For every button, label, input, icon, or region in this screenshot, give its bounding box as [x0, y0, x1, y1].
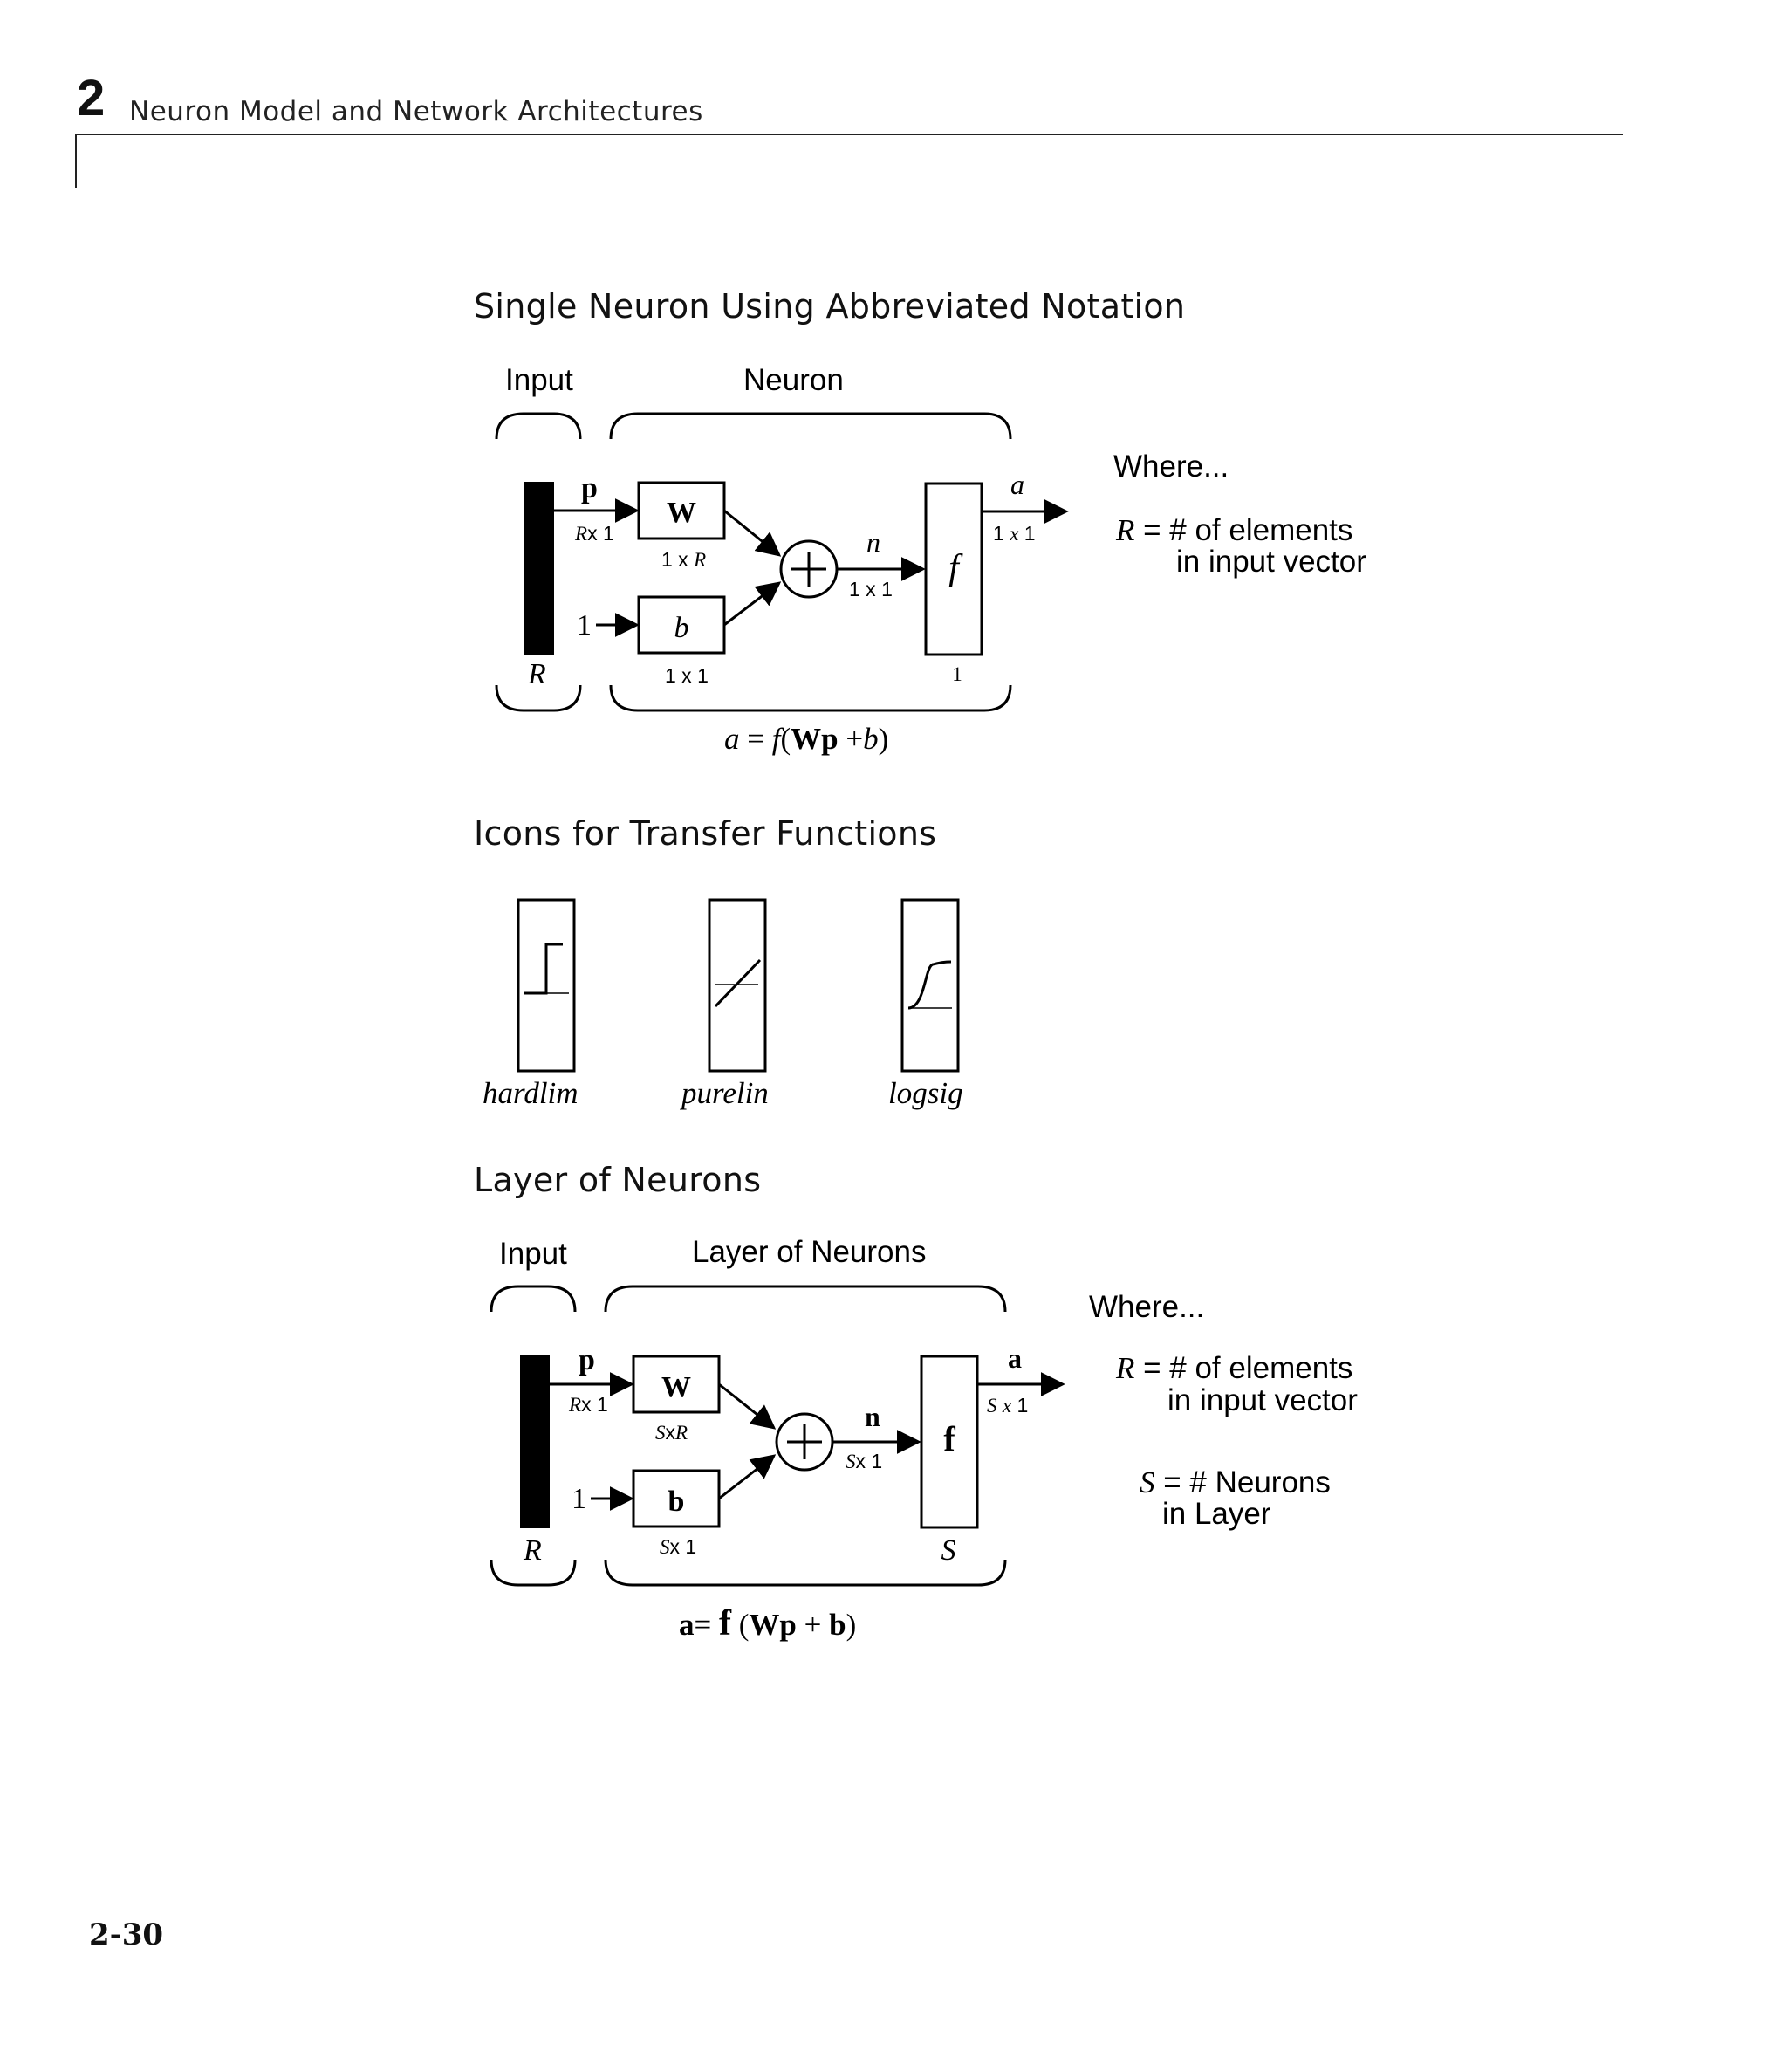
ln-input-bar — [520, 1355, 550, 1528]
ln-w-dim: SxR — [655, 1421, 688, 1444]
sn-b-to-sum-arrow — [723, 581, 782, 627]
ln-s-label: S — [941, 1534, 956, 1567]
sn-p-dim: Rx 1 — [574, 522, 614, 545]
sn-input-brace-bottom — [495, 684, 582, 712]
sn-input-brace-top — [495, 412, 582, 440]
transfer-icons-heading: Icons for Transfer Functions — [474, 814, 937, 853]
sn-r-label: R — [527, 658, 546, 690]
ln-layer-brace-top — [604, 1285, 1007, 1313]
sn-w-dim: 1 x R — [661, 548, 706, 571]
sn-transfer-box — [924, 482, 983, 656]
logsig-label: logsig — [888, 1076, 963, 1110]
ln-b-dim: Sx 1 — [660, 1535, 696, 1558]
ln-input-label: Input — [499, 1237, 567, 1271]
ln-p-label: p — [579, 1344, 595, 1376]
ln-layer-brace-bottom — [604, 1559, 1007, 1587]
sn-w-to-sum-arrow — [723, 509, 782, 557]
ln-input-brace-bottom — [490, 1559, 577, 1587]
ln-w-to-sum-arrow — [718, 1382, 777, 1430]
header-rule — [75, 134, 1623, 135]
sn-b-label: b — [674, 612, 689, 644]
sn-a-label: a — [1010, 469, 1024, 500]
sn-neuron-brace-top — [609, 412, 1012, 440]
sn-w-label: W — [667, 497, 696, 529]
ln-w-label: W — [661, 1371, 691, 1403]
ln-where-r: R = # of elements — [1115, 1351, 1352, 1385]
header-tick — [75, 134, 77, 188]
ln-f-label: f — [943, 1419, 955, 1458]
layer-heading: Layer of Neurons — [474, 1161, 762, 1199]
ln-n-dim: Sx 1 — [846, 1450, 882, 1472]
sn-n-label: n — [866, 526, 880, 558]
ln-where-s: S = # Neurons — [1140, 1465, 1331, 1499]
sn-b-dim: 1 x 1 — [665, 664, 709, 687]
ln-one-label: 1 — [572, 1483, 586, 1515]
purelin-label: purelin — [679, 1076, 769, 1110]
sn-where-r: R = # of elements — [1115, 513, 1352, 547]
ln-a-dim: S x 1 — [987, 1394, 1028, 1417]
ln-n-label: n — [865, 1401, 880, 1432]
sn-n-dim: 1 x 1 — [849, 578, 893, 600]
hardlim-icon-group: hardlim — [483, 898, 579, 1110]
sn-input-bar — [524, 482, 554, 655]
ln-where-s-cont: in Layer — [1162, 1497, 1271, 1531]
sn-equation: a = f(Wp +b) — [724, 722, 888, 756]
page-header: 2 Neuron Model and Network Architectures — [0, 0, 1787, 209]
sn-where-title: Where... — [1113, 449, 1229, 484]
chapter-number: 2 — [77, 70, 106, 127]
page-number: 2-30 — [89, 1918, 164, 1952]
sn-neuron-brace-bottom — [609, 684, 1012, 712]
single-neuron-heading: Single Neuron Using Abbreviated Notation — [474, 287, 1186, 326]
ln-transfer-box — [920, 1355, 979, 1529]
chapter-title: Neuron Model and Network Architectures — [129, 96, 703, 127]
hardlim-label: hardlim — [483, 1076, 579, 1110]
sn-one-label: 1 — [577, 609, 592, 641]
sn-p-label: p — [581, 472, 598, 504]
purelin-icon-group: purelin — [679, 898, 769, 1110]
layer-diagram: Input Layer of Neurons p Rx 1 W SxR 1 b … — [490, 1235, 1358, 1643]
ln-b-label: b — [668, 1485, 685, 1518]
ln-layer-label: Layer of Neurons — [692, 1235, 926, 1269]
sn-f-dim: 1 — [952, 663, 962, 685]
logsig-icon-group: logsig — [888, 898, 963, 1110]
ln-p-dim: Rx 1 — [568, 1393, 608, 1416]
ln-equation: a= f (Wp + b) — [679, 1603, 856, 1643]
ln-input-brace-top — [490, 1285, 577, 1313]
sn-bias-box — [637, 595, 726, 655]
ln-where-title: Where... — [1089, 1290, 1204, 1324]
single-neuron-diagram: Input Neuron p Rx 1 W 1 x R 1 b 1 x 1 — [495, 363, 1366, 756]
sn-input-label: Input — [505, 363, 573, 397]
ln-where-r-cont: in input vector — [1167, 1383, 1358, 1417]
sn-a-dim: 1 x 1 — [993, 522, 1036, 545]
sigmoid-function-icon — [900, 898, 960, 1073]
ln-b-to-sum-arrow — [718, 1454, 777, 1500]
sn-where-r-cont: in input vector — [1176, 545, 1366, 579]
ln-bias-box — [632, 1469, 721, 1528]
ln-a-label: a — [1008, 1342, 1022, 1374]
transfer-icons-row: hardlim purelin logsig — [483, 898, 963, 1110]
sn-neuron-label: Neuron — [743, 363, 844, 397]
ln-r-label: R — [523, 1534, 542, 1567]
